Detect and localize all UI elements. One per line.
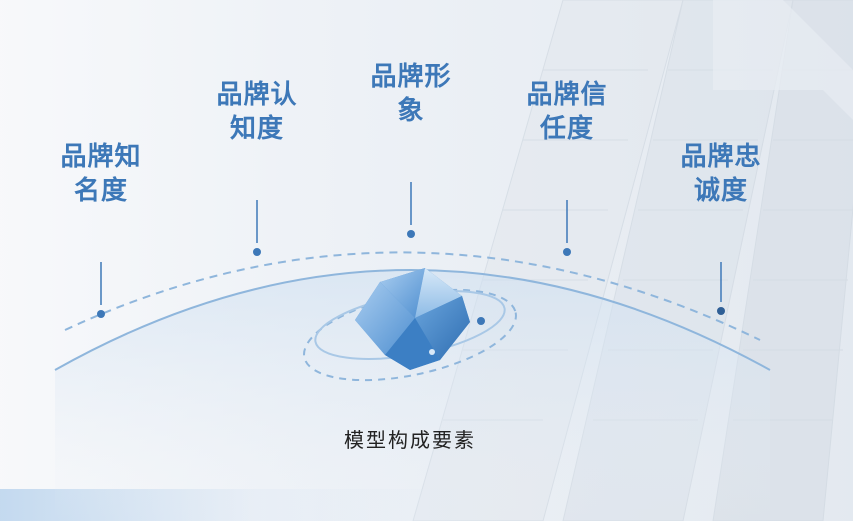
label-line: 品牌信	[526, 80, 608, 110]
label-line: 名度	[73, 176, 129, 206]
label-brand-awareness: 品牌知 名度	[60, 140, 141, 208]
label-line: 品牌认	[216, 80, 298, 110]
label-line: 品牌知	[60, 142, 142, 172]
label-brand-recognition: 品牌认 知度	[216, 78, 297, 146]
connector-dot-2	[253, 248, 261, 256]
label-line: 品牌忠	[680, 142, 762, 172]
label-line: 诚度	[693, 176, 749, 206]
label-line: 任度	[539, 114, 595, 144]
outer-arc	[54, 269, 771, 371]
label-line: 象	[397, 96, 425, 126]
orbit-dot	[477, 317, 485, 325]
connector-dot-5	[717, 307, 725, 315]
label-brand-image: 品牌形 象	[370, 60, 451, 128]
dashed-arc	[64, 251, 761, 341]
dome-area	[55, 270, 770, 521]
connector-dot-4	[563, 248, 571, 256]
label-brand-loyalty: 品牌忠 诚度	[680, 140, 761, 208]
label-line: 知度	[229, 114, 285, 144]
caption: 模型构成要素	[344, 428, 476, 452]
label-line: 品牌形	[370, 62, 452, 92]
polyhedron-icon	[355, 268, 470, 370]
label-brand-trust: 品牌信 任度	[526, 78, 607, 146]
connector-dot-1	[97, 310, 105, 318]
connector-dot-3	[407, 230, 415, 238]
